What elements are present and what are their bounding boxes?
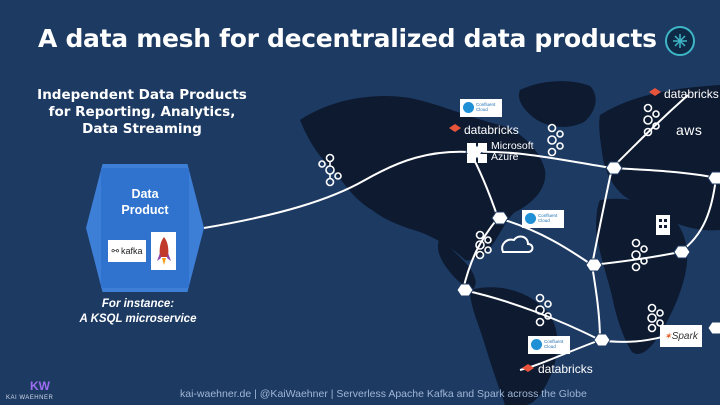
network-links	[203, 94, 717, 371]
network-node	[707, 321, 720, 335]
google-cloud-icon	[501, 235, 534, 253]
card-title-line: Product	[121, 203, 169, 217]
databricks-logo: databricks	[464, 123, 519, 137]
kafka-cluster-icon	[535, 293, 552, 327]
confluent-label: Confluent	[476, 102, 496, 107]
databricks-logo: databricks	[538, 362, 593, 376]
confluent-label: Confluent	[538, 213, 558, 218]
confluent-icon	[463, 102, 474, 113]
azure-label: Azure	[491, 151, 519, 163]
ksql-logo	[151, 232, 176, 270]
corner-brand-icon	[665, 26, 695, 56]
confluent-icon	[525, 213, 536, 224]
instance-line: For instance:	[101, 298, 175, 310]
data-product-title: Data Product	[101, 186, 189, 218]
network-node	[491, 211, 509, 225]
subtitle-line: Independent Data Products	[37, 87, 247, 103]
confluent-cloud-logo: Confluent Cloud	[522, 210, 564, 228]
aws-logo: aws	[676, 122, 703, 138]
kafka-cluster-icon	[631, 238, 648, 272]
confluent-icon	[531, 339, 542, 350]
microsoft-windows-icon	[467, 143, 487, 163]
north-america-landmass	[300, 96, 546, 261]
network-node	[707, 171, 720, 185]
kafka-cluster-icon	[547, 123, 564, 157]
africa-landmass	[596, 198, 688, 354]
subtitle-block: Independent Data Products for Reporting,…	[12, 87, 272, 138]
subtitle-line: Data Streaming	[82, 121, 202, 137]
slide-title: A data mesh for decentralized data produ…	[38, 24, 657, 53]
confluent-label: Cloud	[544, 344, 556, 349]
network-node	[456, 283, 474, 297]
databricks-icon	[649, 88, 661, 96]
confluent-label: Cloud	[538, 218, 550, 223]
building-icon	[656, 215, 670, 235]
confluent-label: Cloud	[476, 107, 488, 112]
slide-footer: kai-waehner.de | @KaiWaehner | Serverles…	[180, 388, 587, 400]
kafka-cluster-icon	[475, 230, 492, 260]
confluent-label: Confluent	[544, 339, 564, 344]
databricks-glyphs	[449, 88, 661, 372]
kafka-logo: ⚯ kafka	[108, 240, 146, 262]
rocket-icon	[156, 237, 171, 265]
confluent-cloud-logo: Confluent Cloud	[460, 99, 502, 117]
apache-spark-logo: ✶ Spark	[660, 325, 702, 347]
kafka-cluster-icon	[643, 103, 660, 137]
network-node	[593, 333, 611, 347]
network-node	[585, 258, 603, 272]
azure-label: Microsoft	[491, 140, 534, 152]
databricks-icon	[449, 124, 461, 132]
greenland-landmass	[518, 81, 596, 127]
spark-star-icon: ✶	[664, 330, 672, 341]
south-america-landmass	[470, 287, 558, 405]
instance-line: A KSQL microservice	[79, 313, 197, 325]
eurasia-landmass	[599, 85, 720, 231]
subtitle-line: for Reporting, Analytics,	[48, 104, 236, 120]
kafka-cluster-icons	[318, 103, 664, 333]
spark-label: Spark	[671, 330, 698, 342]
kafka-icon: ⚯	[111, 245, 120, 256]
kw-brand-text: KAI WAEHNER	[6, 395, 54, 401]
kafka-label: kafka	[121, 246, 143, 256]
confluent-cloud-logo: Confluent Cloud	[528, 336, 570, 354]
network-node	[673, 245, 691, 259]
databricks-logo: databricks	[664, 87, 719, 101]
card-title-line: Data	[131, 187, 159, 201]
microsoft-azure-logo: Microsoft Azure	[491, 141, 534, 163]
network-node	[605, 161, 623, 175]
instance-caption: For instance: A KSQL microservice	[44, 297, 232, 327]
kafka-cluster-icon	[318, 153, 342, 187]
databricks-icon	[522, 364, 534, 372]
kw-brand-logo: KW	[30, 379, 50, 393]
